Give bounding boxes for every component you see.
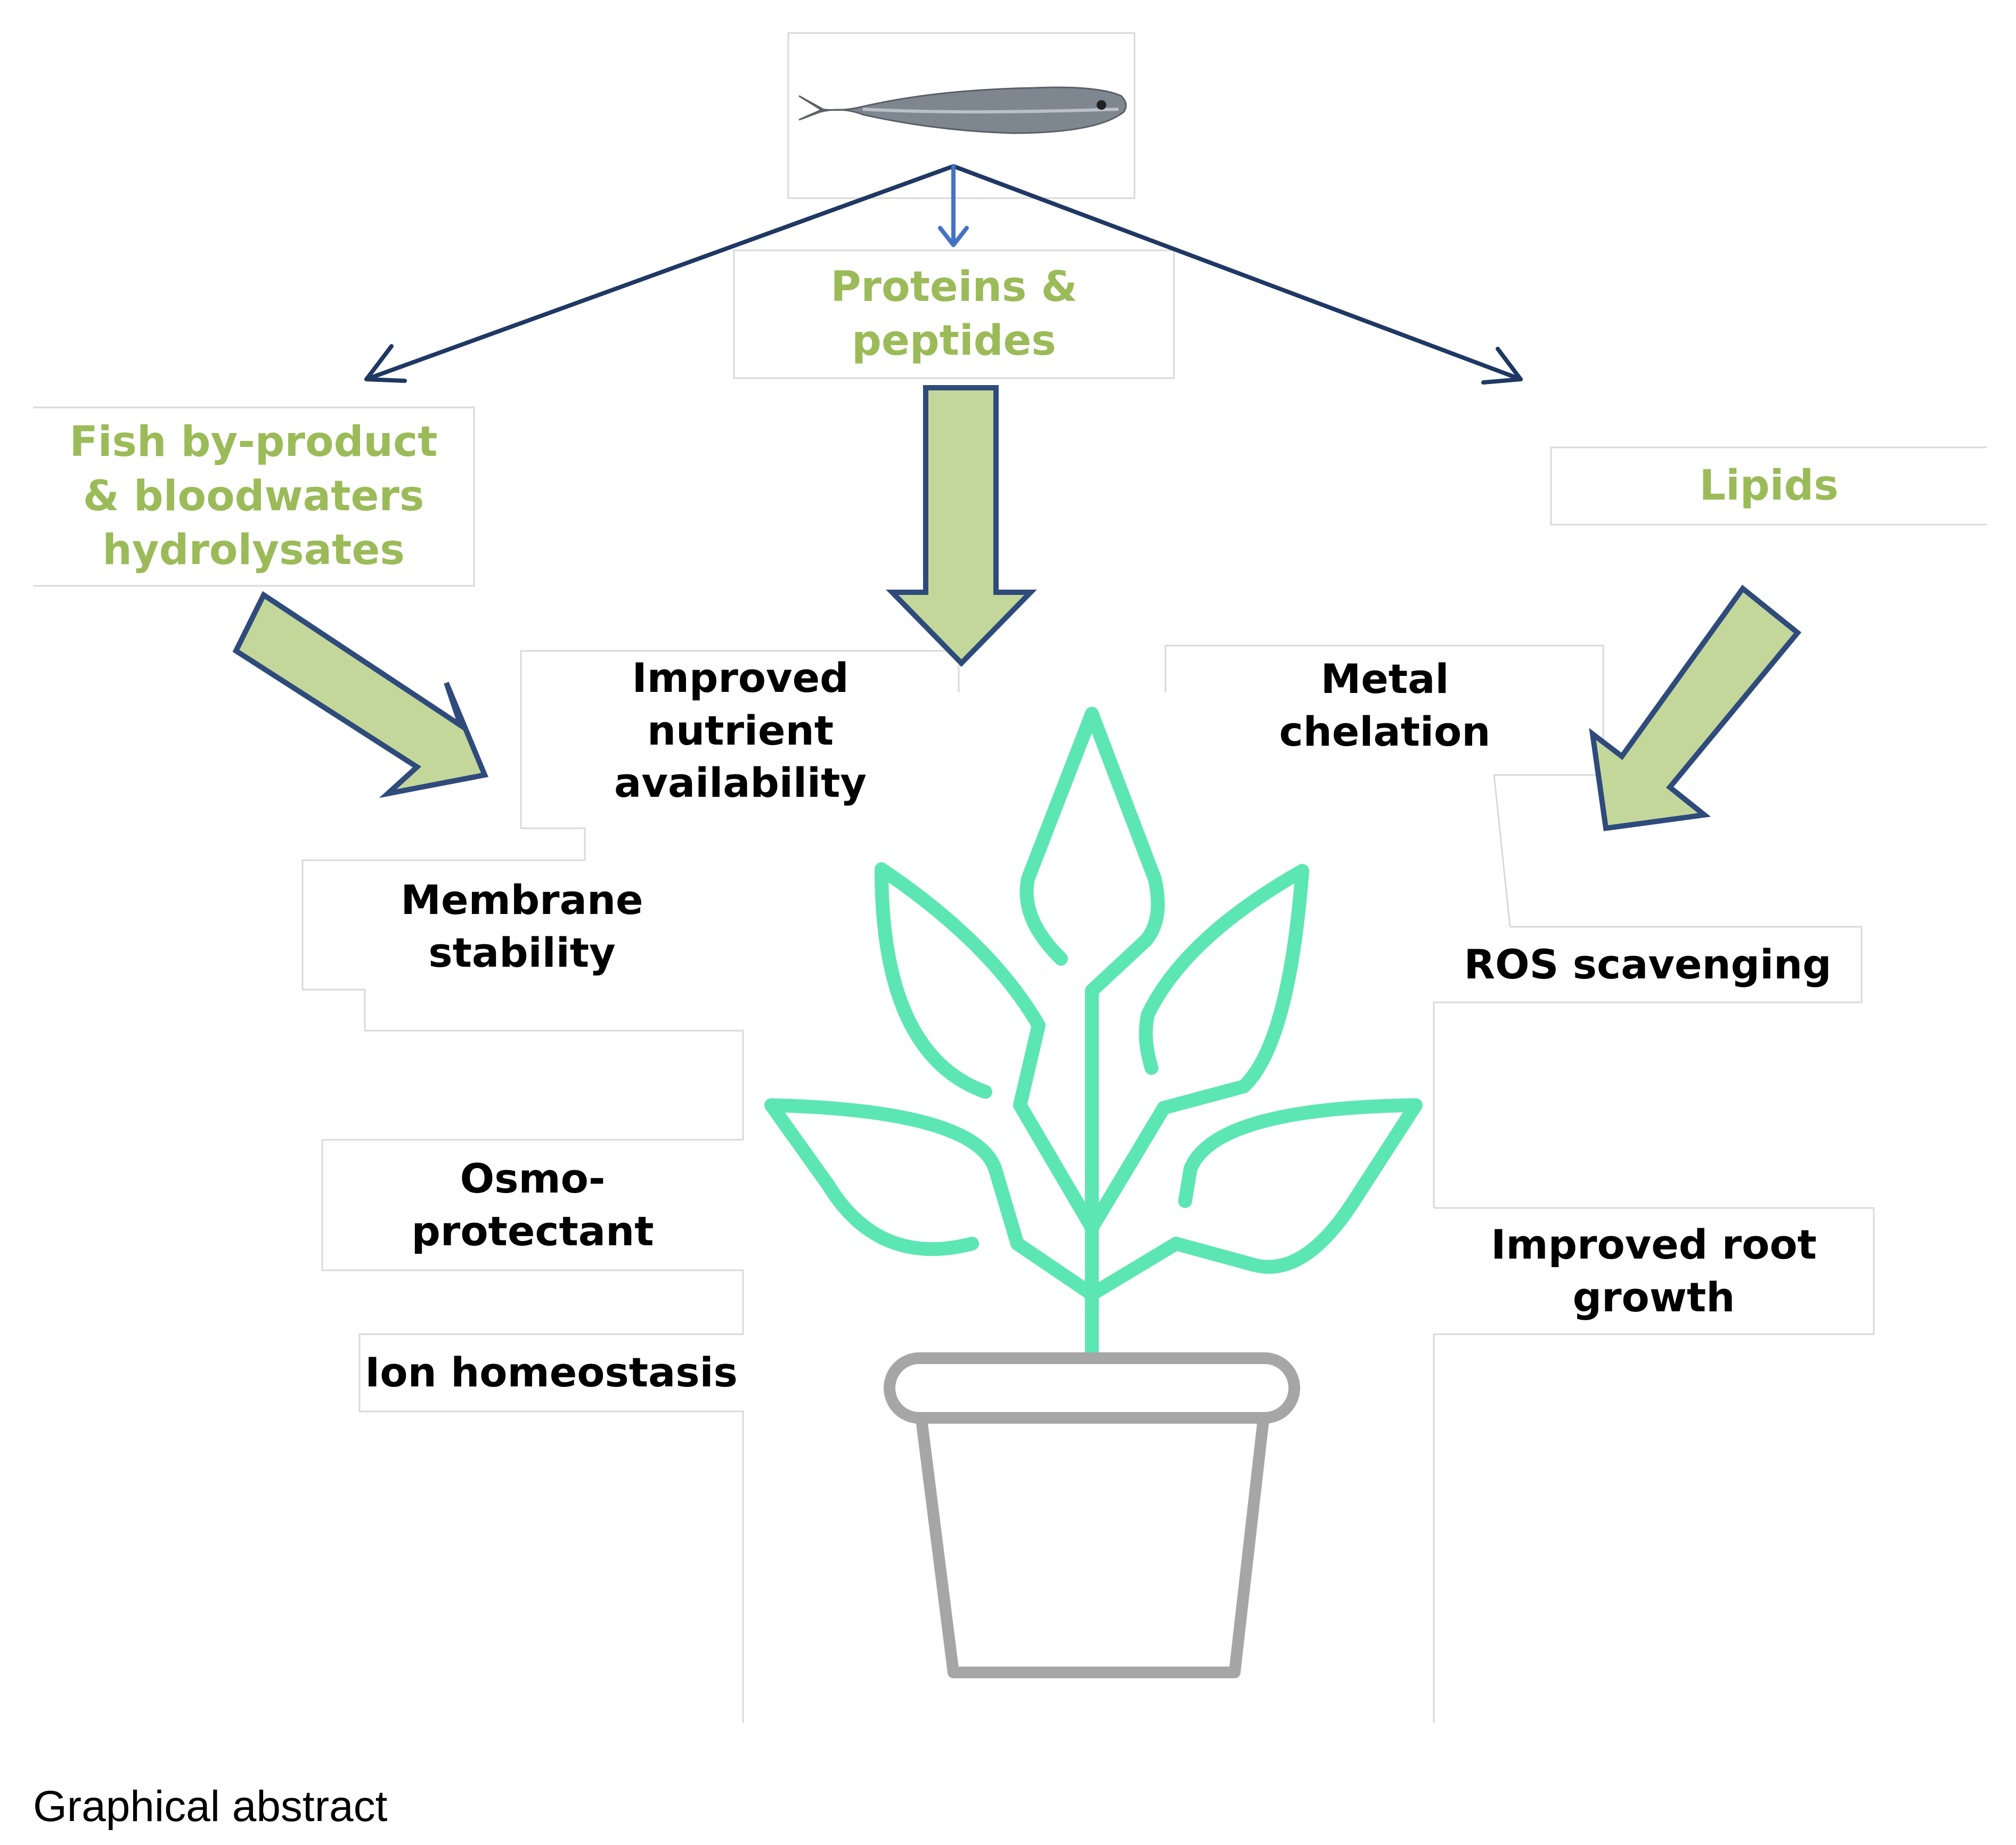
pot-icon xyxy=(884,1352,1300,1678)
fish-eye xyxy=(1097,100,1106,110)
fish-image xyxy=(798,86,1127,134)
connectors xyxy=(364,164,1523,385)
plant-stem-top-leaf xyxy=(1019,707,1165,1362)
pot-body xyxy=(916,1418,1269,1678)
block-arrows xyxy=(232,385,1802,831)
label-frames xyxy=(33,32,1987,1723)
root-frame xyxy=(1433,1207,1875,1723)
proteins-frame xyxy=(733,249,1175,379)
arrow-byproducts xyxy=(232,591,488,798)
osmoprotectant-label: Osmo-protectant xyxy=(411,1154,654,1255)
plant-left-lower-leaf xyxy=(764,1098,1099,1301)
figure-caption: Graphical abstract xyxy=(33,1782,388,1831)
membrane-frame xyxy=(301,859,744,1140)
plant-icon xyxy=(764,707,1423,1362)
fish-stripe xyxy=(862,108,1119,113)
pot-rim xyxy=(884,1352,1300,1424)
plant-right-upper-leaf xyxy=(1085,864,1309,1235)
arrow-lipids xyxy=(1589,584,1802,831)
plant-right-lower-leaf xyxy=(1085,1098,1423,1301)
metal-frame xyxy=(1164,644,1604,927)
lipids-label: Lipids xyxy=(1699,461,1839,510)
connector-center-head xyxy=(938,226,969,247)
ion-homeostasis-label: Ion homeostasis xyxy=(365,1349,738,1397)
byproducts-frame xyxy=(33,406,475,587)
connector-left-head xyxy=(364,344,407,383)
connector-left xyxy=(364,164,956,381)
osmo-frame xyxy=(321,1139,744,1334)
fish-frame xyxy=(787,32,1136,199)
ros-frame xyxy=(1433,926,1863,1208)
proteins-label: Proteins &peptides xyxy=(830,263,1078,365)
connector-right-head xyxy=(1481,347,1523,385)
ros-scavenging-label: ROS scavenging xyxy=(1464,940,1832,988)
connector-right xyxy=(951,164,1523,381)
plant-left-upper-leaf xyxy=(875,862,1099,1235)
lipids-frame xyxy=(1550,446,1987,526)
arrow-proteins xyxy=(886,385,1037,667)
ion-frame xyxy=(358,1333,744,1723)
